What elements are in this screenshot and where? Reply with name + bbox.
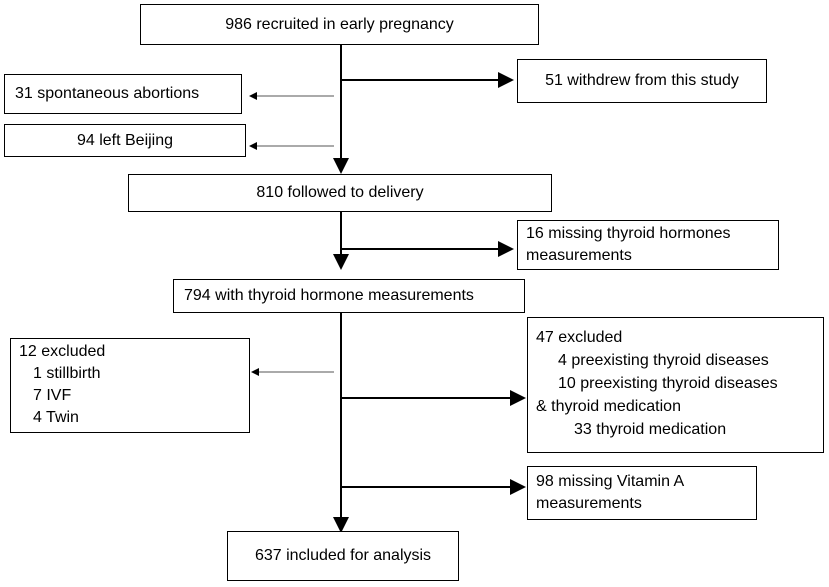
followed-text: 810 followed to delivery [256,184,424,201]
missing-thyroid-line1: 16 missing thyroid hormones [526,225,731,242]
abortions-text: 31 spontaneous abortions [15,85,200,102]
excluded-47-heading: 47 excluded [536,329,623,346]
left-beijing-box: 94 left Beijing [4,124,246,157]
left-beijing-text: 94 left Beijing [76,131,174,149]
with-measurements-box: 794 with thyroid hormone measurements [173,279,525,313]
withdrew-box: 51 withdrew from this study [517,59,767,103]
excluded-47-item: 4 preexisting thyroid diseases [558,352,769,369]
missing-vita-line1: 98 missing Vitamin A [536,473,685,490]
excluded-47-item: & thyroid medication [536,398,681,415]
recruited-text: 986 recruited in early pregnancy [225,15,454,33]
abortions-box: 31 spontaneous abortions [4,74,242,114]
excluded-12-heading: 12 excluded [19,343,106,360]
excluded-47-item: 10 preexisting thyroid diseases [558,375,778,392]
excluded-47-box: 47 excluded 4 preexisting thyroid diseas… [527,317,824,453]
recruited-box: 986 recruited in early pregnancy [140,4,539,45]
excluded-47-item: 33 thyroid medication [574,421,727,438]
excluded-12-item: 4 Twin [33,409,79,426]
with-measurements-text: 794 with thyroid hormone measurements [184,287,474,304]
excluded-12-box: 12 excluded 1 stillbirth 7 IVF 4 Twin [10,338,250,433]
missing-thyroid-line2: measurements [526,247,632,264]
missing-thyroid-box: 16 missing thyroid hormones measurements [517,220,779,270]
withdrew-text: 51 withdrew from this study [545,72,739,89]
excluded-12-item: 1 stillbirth [33,365,101,382]
missing-vita-box: 98 missing Vitamin A measurements [527,466,757,520]
included-text: 637 included for analysis [254,547,432,564]
missing-vita-line2: measurements [536,495,642,512]
followed-box: 810 followed to delivery [128,174,552,212]
excluded-12-item: 7 IVF [33,387,72,404]
included-box: 637 included for analysis [227,531,459,581]
